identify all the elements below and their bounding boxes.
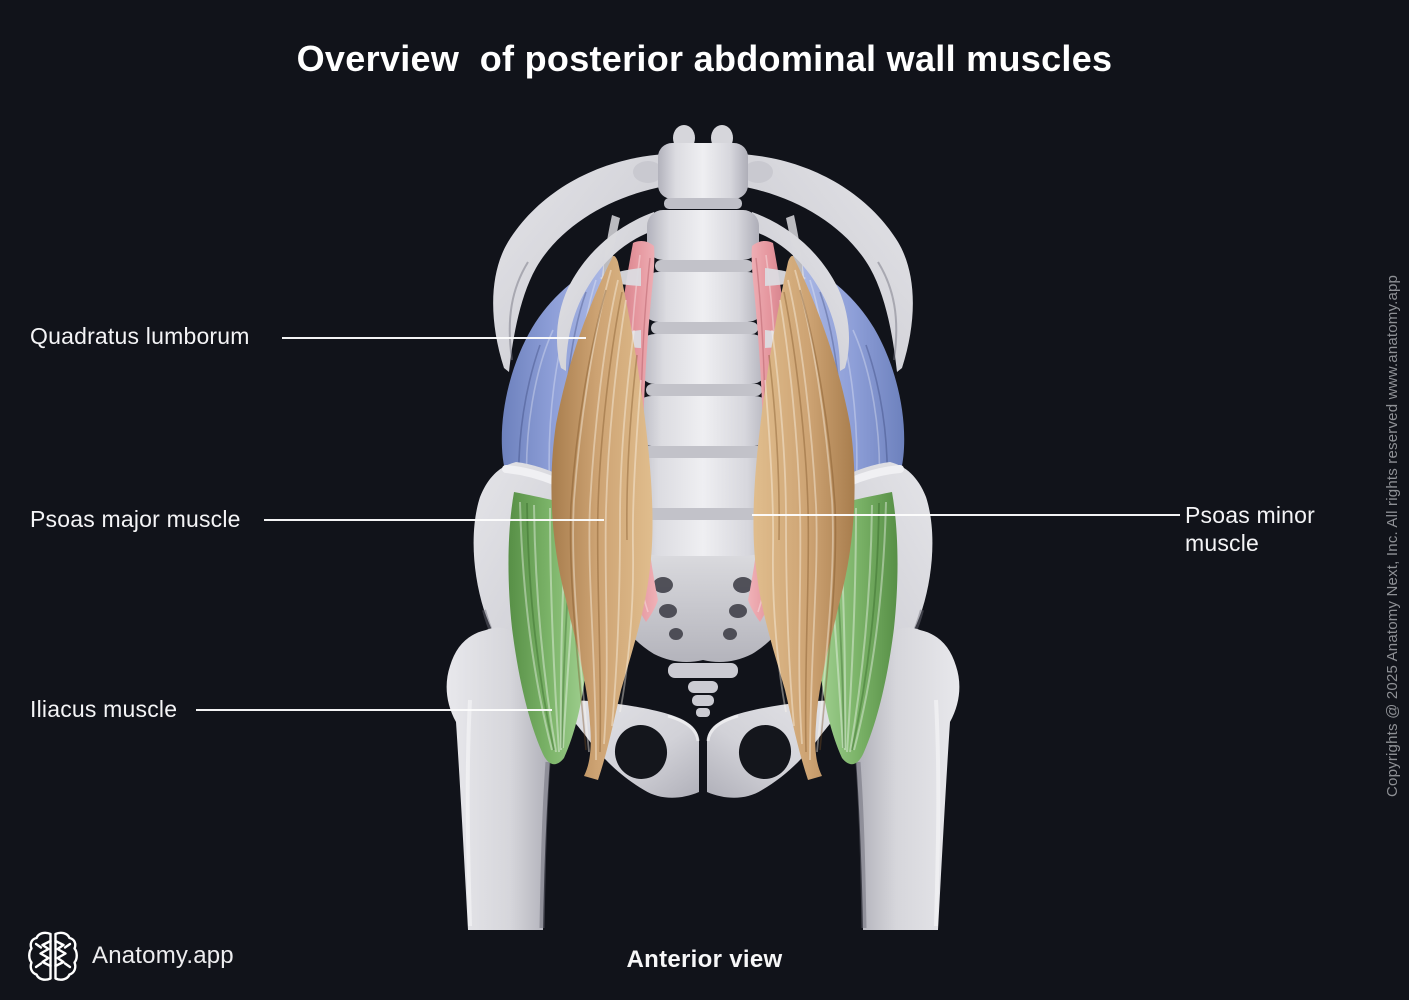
leader-line-iliacus xyxy=(196,709,552,711)
page-title: Overview of posterior abdominal wall mus… xyxy=(296,38,1113,79)
leader-line-psoas-major xyxy=(264,519,604,521)
coccyx-bone xyxy=(668,663,738,717)
brand-name: Anatomy.app xyxy=(92,942,234,969)
leader-line-quadratus-lumborum xyxy=(282,337,586,339)
brand: Anatomy.app xyxy=(28,929,234,983)
label-psoas-major: Psoas major muscle xyxy=(30,506,241,532)
label-psoas-minor: Psoas minor muscle xyxy=(1185,502,1316,556)
sacrum-bone xyxy=(611,554,795,662)
view-caption: Anterior view xyxy=(626,946,783,973)
brain-logo-icon xyxy=(28,931,78,981)
copyright-text: Copyrights @ 2025 Anatomy Next, Inc. All… xyxy=(1384,274,1401,797)
leader-line-psoas-minor xyxy=(752,514,1180,516)
label-iliacus: Iliacus muscle xyxy=(30,696,178,722)
label-quadratus-lumborum: Quadratus lumborum xyxy=(30,323,250,349)
